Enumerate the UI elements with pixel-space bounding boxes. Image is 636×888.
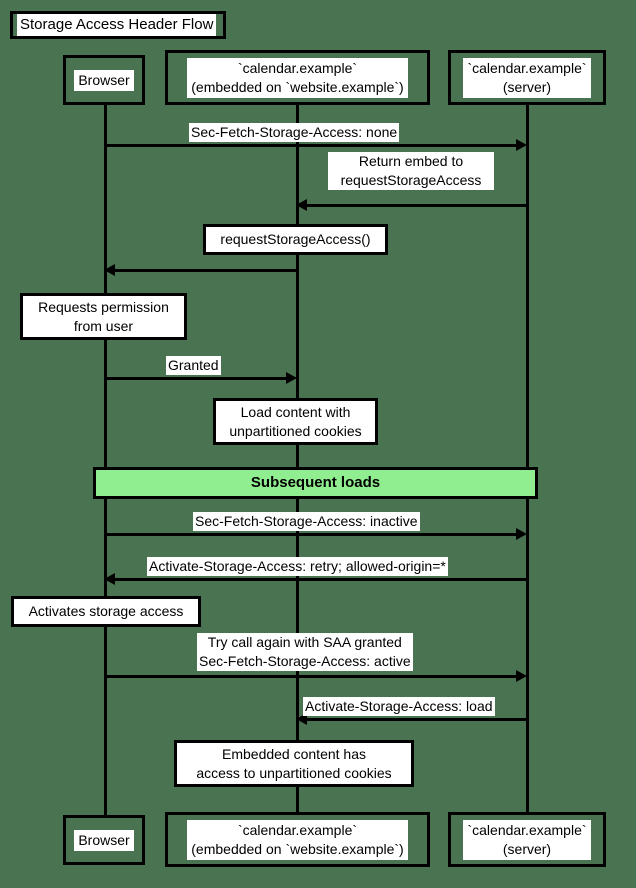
message-2-label-line2: requestStorageAccess	[340, 172, 482, 188]
message-5-arrowhead-icon	[516, 528, 527, 540]
participant-embed-top[interactable]: `calendar.example` (embedded on `website…	[165, 50, 430, 105]
message-2-line	[307, 204, 526, 207]
note-embedded-content-access-line2: access to unpartitioned cookies	[196, 764, 392, 781]
participant-server-bottom-line2: (server)	[502, 840, 552, 857]
lifeline-browser	[104, 105, 107, 820]
participant-embed-top-line2: (embedded on `website.example`)	[191, 78, 404, 95]
participant-browser-bottom-label: Browser	[74, 829, 134, 851]
participant-server-bottom-line1: `calendar.example`	[467, 821, 587, 838]
participant-embed-bottom-label: `calendar.example` (embedded on `website…	[187, 819, 408, 860]
participant-server-top-label: `calendar.example` (server)	[463, 57, 591, 98]
note-requests-permission-line1: Requests permission	[38, 298, 169, 315]
participant-embed-top-line1: `calendar.example`	[237, 59, 358, 76]
message-2-label: Return embed to requestStorageAccess	[328, 152, 494, 190]
note-requests-permission-text: Requests permission from user	[36, 297, 171, 336]
note-load-content: Load content with unpartitioned cookies	[213, 398, 378, 445]
note-request-storage-access: requestStorageAccess()	[203, 224, 388, 255]
message-4-line	[104, 377, 288, 380]
note-load-content-line1: Load content with	[240, 403, 351, 420]
note-load-content-text: Load content with unpartitioned cookies	[227, 402, 364, 441]
participant-server-top[interactable]: `calendar.example` (server)	[448, 50, 606, 105]
participant-server-top-line2: (server)	[502, 78, 552, 95]
note-activates-storage-access: Activates storage access	[11, 596, 201, 627]
message-8-arrowhead-icon	[296, 713, 307, 725]
participant-server-bottom[interactable]: `calendar.example` (server)	[448, 812, 606, 867]
message-5-label: Sec-Fetch-Storage-Access: inactive	[193, 512, 420, 531]
participant-browser-bottom[interactable]: Browser	[63, 815, 145, 865]
note-embedded-content-access: Embedded content has access to unpartiti…	[174, 740, 414, 787]
message-6-label: Activate-Storage-Access: retry; allowed-…	[147, 557, 448, 576]
message-2-label-line1: Return embed to	[358, 153, 464, 169]
message-8-label: Activate-Storage-Access: load	[303, 697, 495, 716]
participant-embed-top-label: `calendar.example` (embedded on `website…	[187, 57, 408, 98]
participant-server-top-line1: `calendar.example`	[467, 59, 587, 76]
message-3-line	[115, 269, 297, 272]
participant-embed-bottom-line2: (embedded on `website.example`)	[191, 840, 404, 857]
note-requests-permission: Requests permission from user	[20, 293, 187, 340]
participant-embed-bottom-line1: `calendar.example`	[237, 821, 358, 838]
message-8-line	[307, 718, 526, 721]
participant-server-bottom-label: `calendar.example` (server)	[463, 819, 591, 860]
note-embedded-content-access-line1: Embedded content has	[222, 745, 366, 762]
note-load-content-line2: unpartitioned cookies	[229, 422, 362, 439]
note-activates-storage-access-text: Activates storage access	[26, 602, 186, 621]
message-4-label: Granted	[166, 356, 221, 375]
lifeline-server	[526, 105, 529, 820]
diagram-title-box: Storage Access Header Flow	[10, 11, 226, 39]
lifeline-embed	[296, 105, 299, 820]
note-embedded-content-access-text: Embedded content has access to unpartiti…	[194, 744, 394, 783]
message-1-label: Sec-Fetch-Storage-Access: none	[189, 123, 400, 142]
message-7-arrowhead-icon	[516, 670, 527, 682]
participant-embed-bottom[interactable]: `calendar.example` (embedded on `website…	[165, 812, 430, 867]
message-5-line	[104, 533, 518, 536]
message-2-arrowhead-icon	[296, 199, 307, 211]
message-6-line	[115, 578, 526, 581]
divider-subsequent-loads-label: Subsequent loads	[250, 474, 381, 491]
divider-subsequent-loads: Subsequent loads	[93, 467, 538, 499]
participant-browser-top-label: Browser	[74, 69, 134, 91]
message-7-label-line1: Try call again with SAA granted	[207, 634, 402, 650]
message-7-label: Try call again with SAA granted Sec-Fetc…	[197, 633, 413, 671]
message-1-line	[104, 144, 518, 147]
message-7-label-line2: Sec-Fetch-Storage-Access: active	[199, 653, 411, 669]
message-4-arrowhead-icon	[286, 372, 297, 384]
message-3-arrowhead-icon	[104, 264, 115, 276]
participant-browser-top[interactable]: Browser	[63, 55, 145, 105]
message-1-arrowhead-icon	[516, 139, 527, 151]
message-6-arrowhead-icon	[104, 573, 115, 585]
message-7-line	[104, 675, 518, 678]
note-request-storage-access-text: requestStorageAccess()	[218, 230, 373, 249]
note-requests-permission-line2: from user	[73, 317, 134, 334]
page-title: Storage Access Header Flow	[17, 14, 217, 36]
